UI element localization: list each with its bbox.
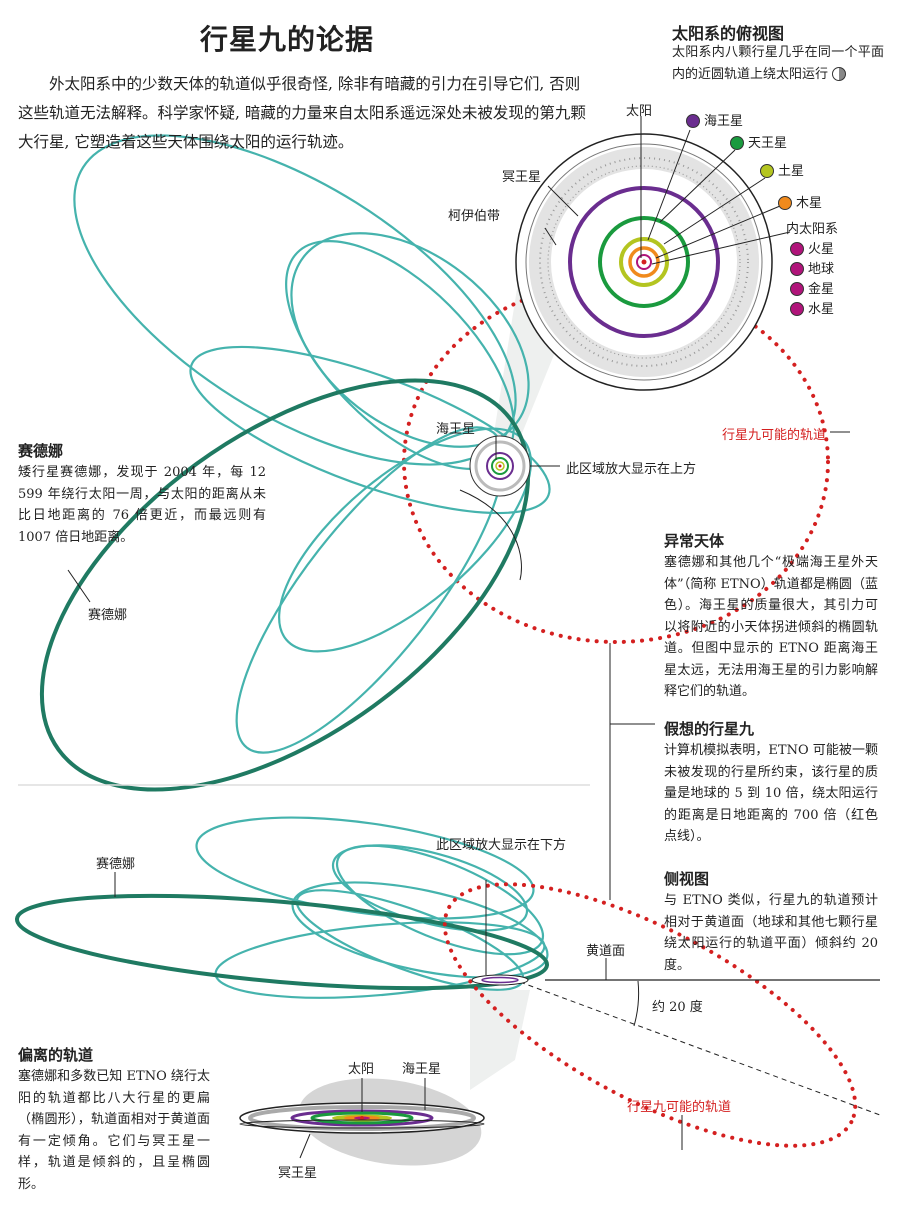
mercury-icon bbox=[790, 302, 804, 316]
tilt-line bbox=[519, 981, 881, 1116]
label-neptune-zone: 海王星 bbox=[436, 422, 476, 437]
planet9-orbit-top bbox=[402, 280, 830, 644]
page-title: 行星九的论据 bbox=[200, 23, 375, 56]
neptune-icon bbox=[686, 114, 700, 128]
zoom-up-label: 此区域放大显示在上方 bbox=[566, 462, 697, 477]
label-inner: 内太阳系 bbox=[786, 222, 839, 237]
label-uranus: 天王星 bbox=[730, 132, 787, 151]
sedna-label-top: 赛德娜 bbox=[88, 608, 128, 623]
bottom-label-sun: 太阳 bbox=[348, 1062, 375, 1077]
sedna-heading: 赛德娜 bbox=[18, 442, 64, 460]
anomalous-heading: 异常天体 bbox=[664, 532, 725, 550]
planet9-label-top: 行星九可能的轨道 bbox=[722, 428, 827, 443]
etno-orbits-top bbox=[73, 134, 551, 754]
zoom-down-label: 此区域放大显示在下方 bbox=[436, 838, 567, 853]
label-earth: 地球 bbox=[790, 258, 834, 277]
venus-icon bbox=[790, 282, 804, 296]
jupiter-icon bbox=[778, 196, 792, 210]
solar-system-top-view bbox=[515, 133, 773, 391]
label-mars: 火星 bbox=[790, 238, 834, 257]
earth-icon bbox=[790, 262, 804, 276]
half-disc-icon bbox=[832, 66, 847, 81]
ecliptic-label: 黄道面 bbox=[586, 944, 626, 959]
side-view-heading: 侧视图 bbox=[664, 870, 710, 888]
sedna-orbit-side bbox=[14, 893, 550, 991]
intro-paragraph: 外太阳系中的少数天体的轨道似乎很奇怪, 除非有暗藏的引力在引导它们, 否则这些轨… bbox=[18, 75, 586, 151]
offset-heading: 偏离的轨道 bbox=[18, 1046, 94, 1064]
hypothesis-heading: 假想的行星九 bbox=[664, 720, 755, 738]
label-jupiter: 木星 bbox=[778, 192, 822, 211]
angle-label: 约 20 度 bbox=[652, 1000, 703, 1015]
leaders-top bbox=[67, 116, 850, 900]
uranus-icon bbox=[730, 136, 744, 150]
tilted-disk bbox=[239, 1078, 485, 1166]
side-view-text: 与 ETNO 类似，行星九的轨道预计相对于黄道面（地球和其他七颗行星绕太阳运行的… bbox=[664, 893, 878, 973]
label-venus: 金星 bbox=[790, 278, 834, 297]
top-view-text: 太阳系内八颗行星几乎在同一个平面内的近圆轨道上绕太阳运行 bbox=[672, 45, 884, 82]
neptune-zone-top bbox=[469, 435, 531, 497]
leaders-bottom bbox=[299, 1078, 426, 1159]
mars-icon bbox=[790, 242, 804, 256]
neptune-zone-side bbox=[471, 974, 529, 986]
bottom-label-neptune: 海王星 bbox=[402, 1062, 442, 1077]
hypothesis-text: 计算机模拟表明，ETNO 可能被一颗未被发现的行星所约束，该行星的质量是地球的 … bbox=[664, 743, 878, 844]
planet9-label-side: 行星九可能的轨道 bbox=[627, 1100, 732, 1115]
sedna-text: 矮行星赛德娜，发现于 2004 年，每 12 599 年绕行太阳一周，与太阳的距… bbox=[18, 465, 266, 545]
saturn-icon bbox=[760, 164, 774, 178]
label-saturn: 土星 bbox=[760, 160, 804, 179]
label-sun: 太阳 bbox=[626, 104, 653, 119]
label-neptune: 海王星 bbox=[686, 110, 743, 129]
sedna-orbit-top bbox=[39, 378, 531, 792]
anomalous-text: 塞德娜和其他几个“极端海王星外天体”（简称 ETNO）轨道都是椭圆（蓝色）。海王… bbox=[664, 555, 878, 699]
label-pluto: 冥王星 bbox=[502, 170, 542, 185]
label-mercury: 水星 bbox=[790, 298, 834, 317]
planet9-orbit-side bbox=[442, 882, 858, 1148]
label-kuiper: 柯伊伯带 bbox=[448, 209, 501, 224]
bottom-label-pluto: 冥王星 bbox=[278, 1166, 318, 1181]
zoom-wedge-bottom bbox=[470, 990, 530, 1090]
top-view-heading: 太阳系的俯视图 bbox=[672, 24, 785, 43]
offset-text: 塞德娜和多数已知 ETNO 绕行太阳的轨道都比八大行星的更扁（椭圆形），轨道面相… bbox=[18, 1069, 210, 1192]
sedna-label-side: 赛德娜 bbox=[96, 857, 136, 872]
